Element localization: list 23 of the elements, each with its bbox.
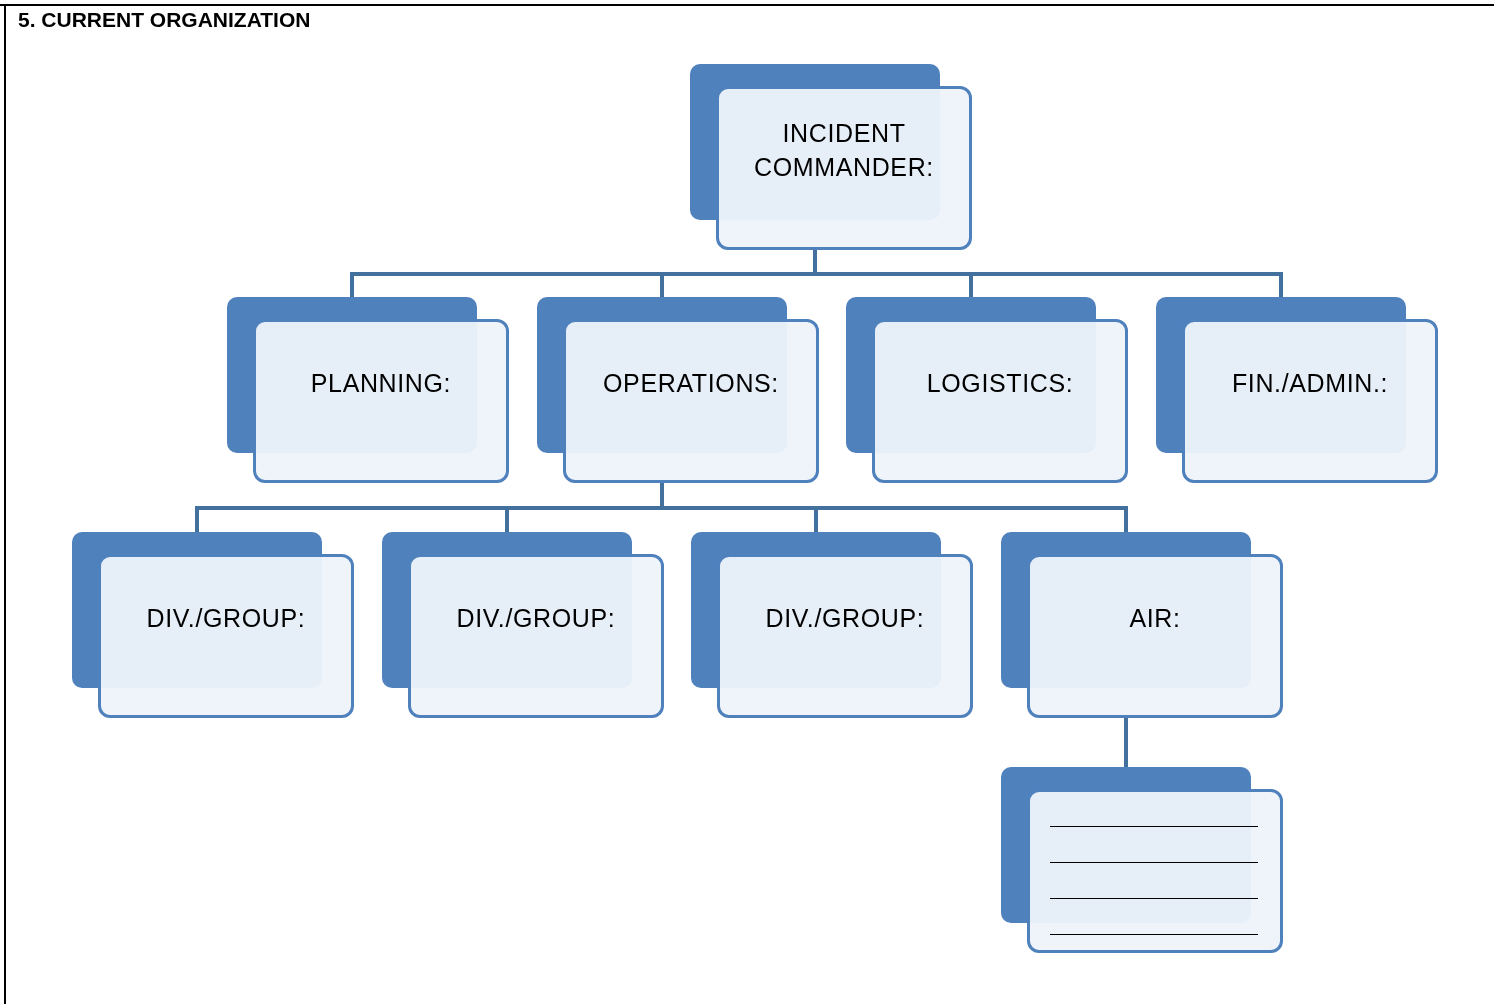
org-chart-card bbox=[382, 532, 664, 718]
org-chart-card bbox=[690, 64, 972, 250]
position-label: AIR: bbox=[1129, 603, 1181, 634]
position-label: LOGISTICS: bbox=[926, 368, 1074, 399]
position-label: FIN./ADMIN.: bbox=[1231, 368, 1389, 399]
org-chart-card bbox=[1001, 767, 1283, 953]
position-label: INCIDENT COMMANDER: bbox=[753, 118, 935, 183]
position-label: DIV./GROUP: bbox=[146, 603, 306, 634]
section-heading: 5. CURRENT ORGANIZATION bbox=[18, 7, 311, 33]
position-label: DIV./GROUP: bbox=[765, 603, 925, 634]
connector-line bbox=[1124, 718, 1128, 767]
org-chart-card bbox=[1001, 532, 1283, 718]
connector-line bbox=[813, 250, 1283, 297]
org-chart-card bbox=[72, 532, 354, 718]
org-chart-card bbox=[846, 297, 1128, 483]
org-chart-card bbox=[227, 297, 509, 483]
position-label: OPERATIONS: bbox=[603, 368, 779, 399]
org-chart-card bbox=[691, 532, 973, 718]
position-label: DIV./GROUP: bbox=[456, 603, 616, 634]
org-chart-card bbox=[1156, 297, 1438, 483]
position-label: PLANNING: bbox=[310, 368, 452, 399]
org-chart-card bbox=[537, 297, 819, 483]
connector-line bbox=[660, 483, 1128, 532]
